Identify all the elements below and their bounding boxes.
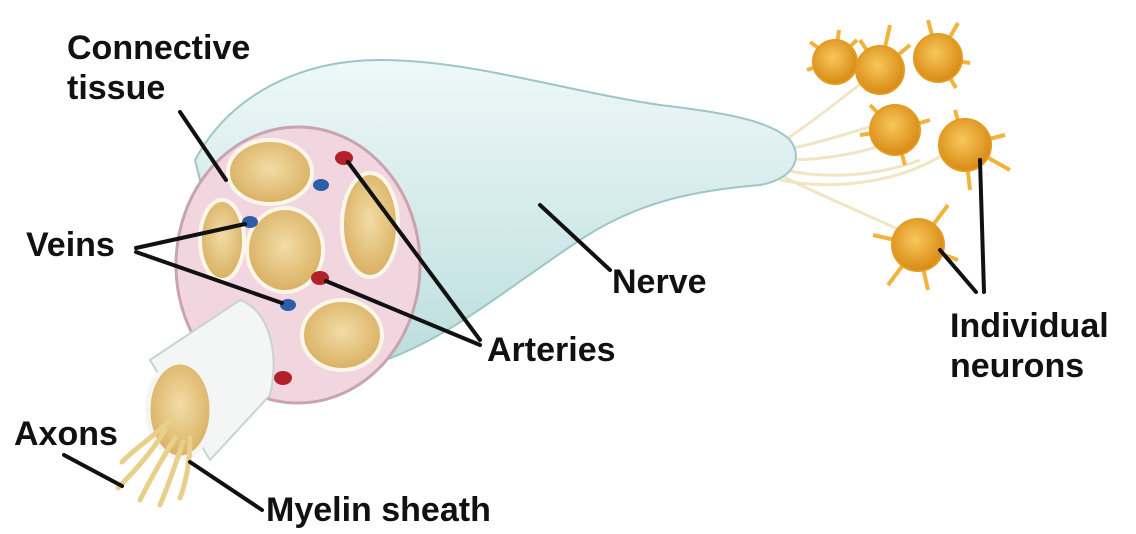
label-individual-neurons: Individual neurons (950, 306, 1109, 386)
leader-neurons-left (940, 250, 976, 292)
nerve-fibers (780, 70, 950, 235)
label-arteries: Arteries (487, 330, 616, 370)
leader-myelin-sheath (190, 462, 262, 510)
neuron (860, 105, 930, 165)
label-axons: Axons (14, 414, 118, 454)
neuron (914, 20, 970, 88)
leader-neurons-right (980, 160, 984, 292)
neuron (856, 25, 910, 94)
label-connective-line1: Connective (67, 28, 250, 68)
label-individual-line1: Individual (950, 306, 1109, 346)
label-myelin-sheath: Myelin sheath (266, 490, 491, 530)
label-connective-line2: tissue (67, 68, 250, 108)
neuron (939, 110, 1010, 190)
neuron (807, 30, 857, 84)
neuron (873, 205, 958, 290)
label-veins: Veins (26, 225, 115, 265)
leader-axons (64, 455, 122, 486)
label-nerve: Nerve (612, 262, 707, 302)
label-connective-tissue: Connective tissue (67, 28, 250, 108)
label-individual-line2: neurons (950, 346, 1109, 386)
